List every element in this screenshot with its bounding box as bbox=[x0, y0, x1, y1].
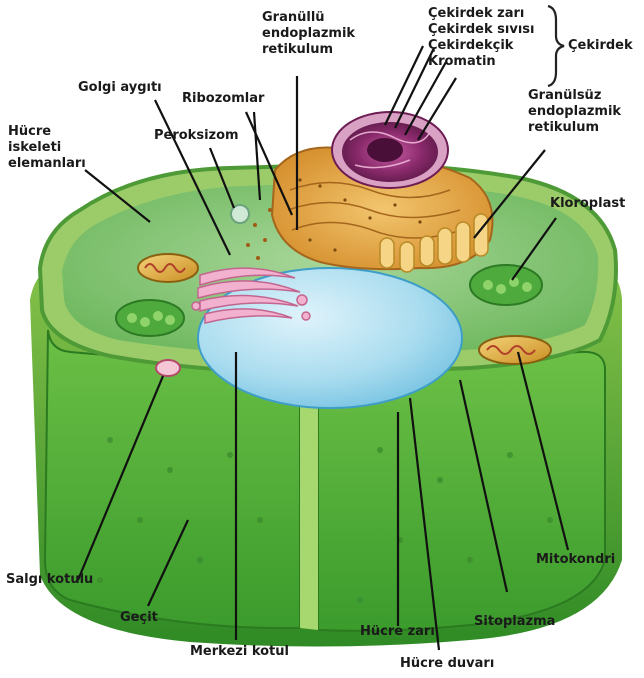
nucleus-shape bbox=[332, 112, 448, 188]
label-secretory-vesicle: Salgı kotulu bbox=[6, 572, 93, 588]
label-nuclear-envelope: Çekirdek zarı bbox=[428, 6, 524, 22]
label-ribosomes: Ribozomlar bbox=[182, 91, 264, 107]
label-smooth-er: Granülsüz endoplazmik retikulum bbox=[528, 88, 621, 136]
label-cell-wall: Hücre duvarı bbox=[400, 656, 494, 672]
label-plasmodesma: Geçit bbox=[120, 610, 158, 626]
label-chloroplast: Kloroplast bbox=[550, 196, 625, 212]
label-golgi: Golgi aygıtı bbox=[78, 80, 162, 96]
label-granular-er: Granüllü endoplazmik retikulum bbox=[262, 10, 355, 58]
label-nucleoplasm: Çekirdek sıvısı bbox=[428, 22, 534, 38]
label-peroxisome: Peroksizom bbox=[154, 128, 239, 144]
nucleus-brace bbox=[548, 6, 564, 86]
label-mitochondria: Mitokondri bbox=[536, 552, 615, 568]
secretory-vesicle-shape bbox=[156, 360, 180, 376]
label-cytoskeleton: Hücre iskeleti elemanları bbox=[8, 124, 86, 172]
label-central-vacuole: Merkezi kotul bbox=[190, 644, 289, 660]
label-cytoplasm: Sitoplazma bbox=[474, 614, 555, 630]
label-nucleus: Çekirdek bbox=[568, 38, 633, 54]
label-nucleolus: Çekirdekçik bbox=[428, 38, 513, 54]
label-cell-membrane: Hücre zarı bbox=[360, 624, 435, 640]
label-chromatin: Kromatin bbox=[428, 54, 496, 70]
